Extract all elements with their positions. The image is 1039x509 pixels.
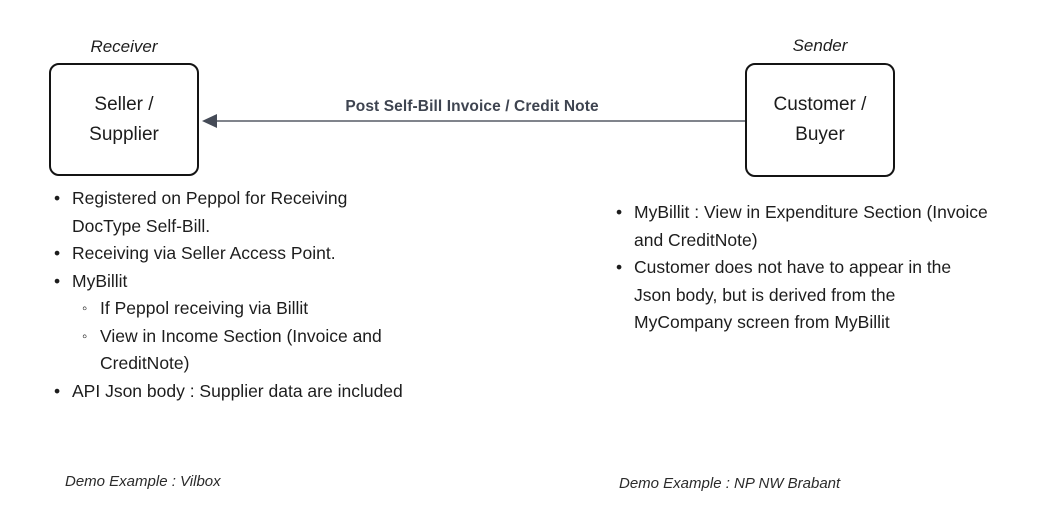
post-selfbill-arrow [202, 114, 745, 128]
sender-demo-example: Demo Example : NP NW Brabant [619, 475, 841, 492]
sender-box: Customer / Buyer [745, 63, 895, 177]
bullet-item: MyBillit : View in Expenditure Section (… [610, 199, 992, 254]
bullet-item: Receiving via Seller Access Point. [48, 240, 408, 268]
receiver-role-label: Receiver [90, 37, 158, 56]
sender-box-line1: Customer / [773, 94, 867, 115]
bullet-item: API Json body : Supplier data are includ… [48, 378, 408, 406]
receiver-notes-list: Registered on Peppol for Receiving DocTy… [48, 185, 408, 405]
receiver-demo-example: Demo Example : Vilbox [65, 473, 221, 490]
bullet-item: MyBillit [48, 268, 408, 296]
bullet-item: Registered on Peppol for Receiving DocTy… [48, 185, 408, 240]
arrow-label: Post Self-Bill Invoice / Credit Note [345, 98, 599, 115]
arrow-head-icon [202, 114, 217, 128]
bullet-item: Customer does not have to appear in the … [610, 254, 992, 337]
receiver-box-line2: Supplier [89, 123, 159, 145]
sender-notes-list: MyBillit : View in Expenditure Section (… [610, 199, 992, 337]
sender-box-line2: Buyer [795, 124, 845, 145]
sender-role-label: Sender [792, 36, 848, 55]
receiver-box-line1: Seller / [94, 93, 154, 115]
receiver-box: Seller / Supplier [49, 63, 199, 176]
sub-bullet-item: If Peppol receiving via Billit [48, 295, 408, 323]
sub-bullet-item: View in Income Section (Invoice and Cred… [48, 323, 408, 378]
